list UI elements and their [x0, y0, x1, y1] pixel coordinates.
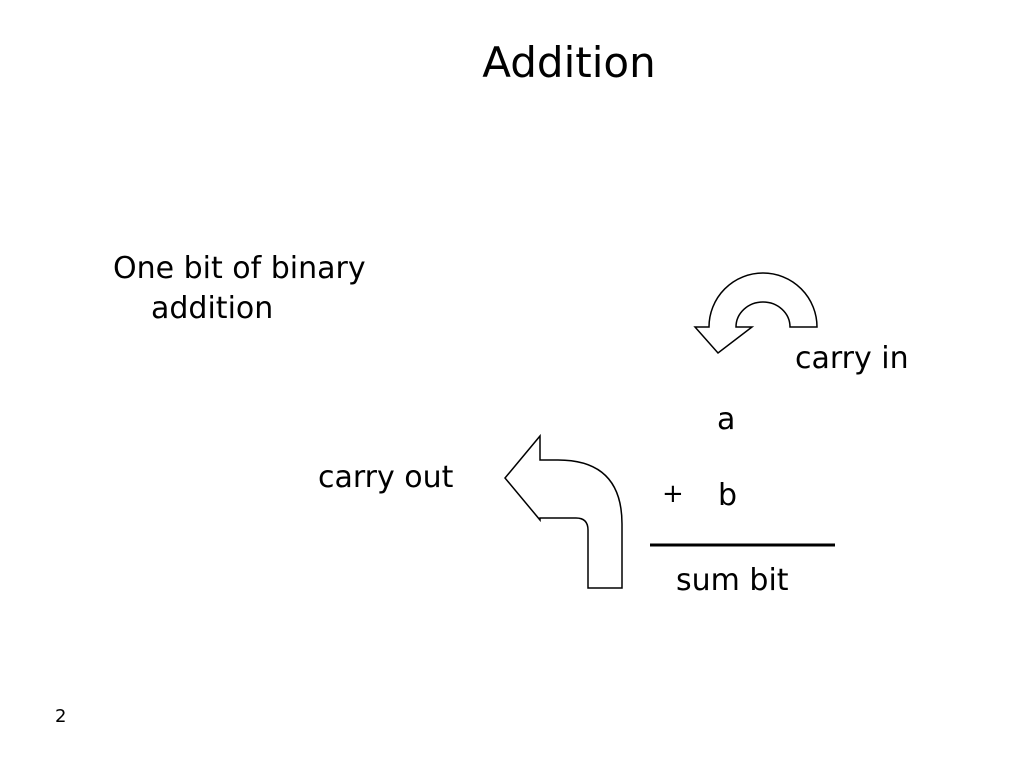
page-number: 2	[55, 706, 67, 727]
operand-b-label: b	[718, 478, 738, 513]
slide-title: Addition	[482, 38, 656, 87]
bullet-line-1: One bit of binary	[113, 251, 366, 286]
carry-out-label: carry out	[318, 460, 454, 495]
sum-bit-label: sum bit	[676, 563, 789, 598]
operand-a-label: a	[717, 402, 736, 437]
plus-operator: +	[662, 479, 684, 509]
carry-in-label: carry in	[795, 341, 909, 376]
carry-in-arrow-icon	[693, 272, 818, 355]
bullet-text: One bit of binary addition	[113, 249, 433, 329]
bullet-line-2: addition	[151, 291, 274, 326]
carry-out-arrow-icon	[504, 433, 623, 589]
